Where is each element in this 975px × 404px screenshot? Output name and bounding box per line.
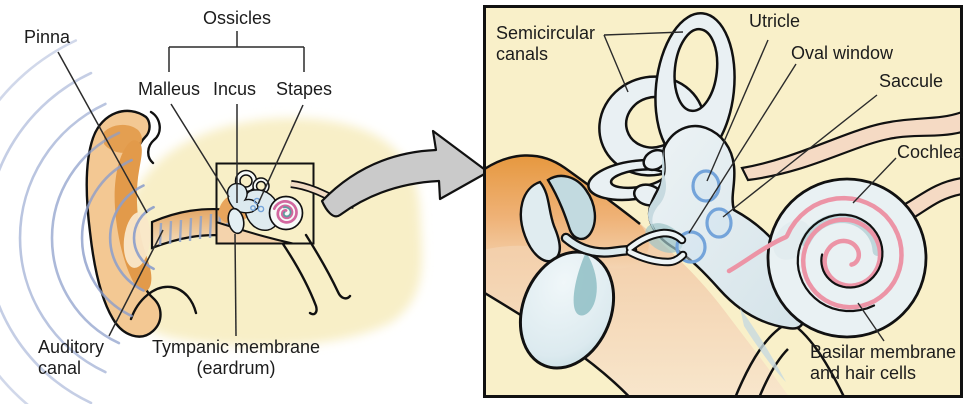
inner-ear-panel-border	[483, 5, 963, 398]
basilar-membrane-tail	[726, 234, 789, 274]
inner-ear-focus-box	[215, 162, 315, 245]
label-malleus: Malleus	[138, 79, 201, 99]
utricle-circle	[691, 169, 721, 203]
head-tissue-blob	[114, 118, 423, 347]
label-stapes: Stapes	[276, 79, 333, 99]
stapes-shape	[560, 228, 688, 267]
zoom-arrow-icon	[320, 129, 490, 218]
head-outline	[129, 110, 352, 321]
inner-ear-panel	[485, 7, 961, 396]
label-semicircular-canals: Semicircular canals	[496, 23, 596, 65]
label-pinna: Pinna	[24, 27, 71, 47]
left-leader-lines	[57, 31, 305, 337]
label-oval-window: Oval window	[791, 43, 894, 63]
label-ossicles: Ossicles	[203, 8, 272, 28]
malleus-handle-shade	[573, 252, 597, 316]
incus-shape	[546, 174, 597, 241]
label-tympanic-membrane: Tympanic membrane (eardrum)	[151, 337, 321, 379]
label-saccule: Saccule	[879, 71, 944, 91]
label-auditory-canal: Auditory canal	[38, 337, 105, 379]
mini-cochlea	[268, 195, 304, 231]
bone-yellow-patch	[790, 230, 961, 396]
outer-middle-ear-panel	[0, 31, 423, 404]
pinna-shape	[85, 109, 162, 338]
label-incus: Incus	[213, 79, 257, 99]
label-utricle: Utricle	[749, 11, 801, 31]
middle-ear-contour	[485, 154, 641, 225]
label-basilar-membrane: Basilar membrane and hair cells	[810, 342, 957, 384]
vestibule-shape	[645, 124, 805, 382]
right-leader-lines	[603, 31, 897, 342]
label-cochlea: Cochlea	[897, 142, 964, 162]
cochlea-shape	[726, 177, 928, 339]
ossicles-group	[518, 174, 616, 370]
